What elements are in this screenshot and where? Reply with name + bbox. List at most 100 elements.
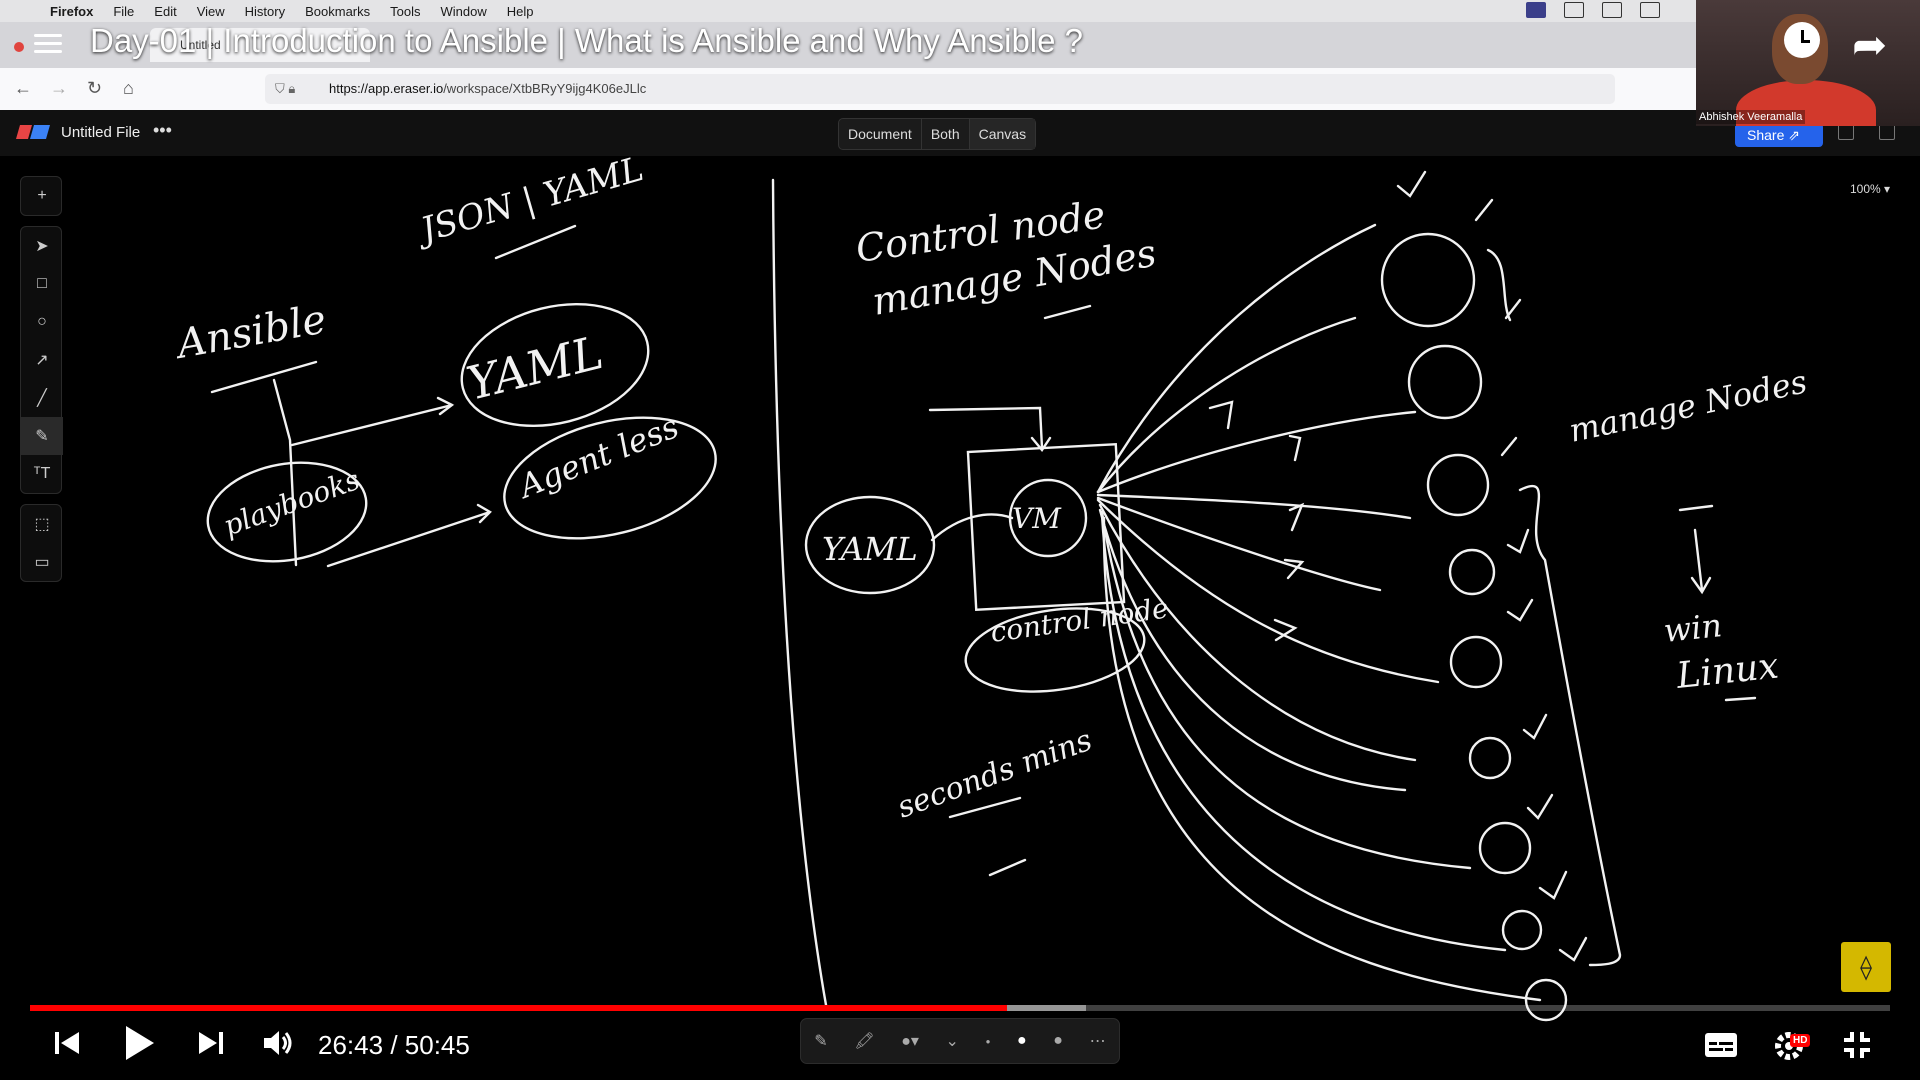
- exit-fullscreen-icon[interactable]: [1842, 1030, 1872, 1060]
- share-arrow-icon[interactable]: ➦: [1852, 21, 1888, 68]
- browser-tab[interactable]: Untitled: [150, 28, 370, 62]
- presenter-shirt: [1736, 80, 1876, 126]
- stroke-small-icon[interactable]: ●: [985, 1036, 991, 1046]
- url-bar[interactable]: https://app.eraser.io/workspace/XtbBRyY9…: [265, 74, 1615, 104]
- underline-ansible: [210, 360, 318, 394]
- window-close-dot[interactable]: [14, 42, 24, 52]
- control-node-bubble: [964, 607, 1146, 693]
- share-label: Share: [1747, 127, 1785, 143]
- arrow-to-agentless: [326, 503, 492, 568]
- menu-edit[interactable]: Edit: [154, 3, 177, 19]
- more-options-button[interactable]: •••: [153, 120, 172, 140]
- underline-linux: [1724, 696, 1757, 702]
- view-mode-canvas[interactable]: Canvas: [969, 119, 1036, 149]
- play-icon[interactable]: [122, 1024, 156, 1062]
- diamond-icon: ⟠: [1860, 953, 1872, 981]
- line-tool-icon[interactable]: ╱: [37, 390, 47, 407]
- view-mode-document[interactable]: Document: [839, 119, 922, 149]
- arrow-into-vm: [928, 406, 1052, 453]
- video-progress-bar[interactable]: [30, 1005, 1890, 1011]
- home-icon[interactable]: ⌂: [123, 78, 134, 98]
- menu-help[interactable]: Help: [506, 3, 534, 19]
- view-mode-both[interactable]: Both: [922, 119, 970, 149]
- rectangle-tool-icon[interactable]: □: [37, 275, 47, 292]
- zoom-level[interactable]: 100% ▾: [1850, 182, 1891, 196]
- url-path: /workspace/XtbBRyY9ijg4K06eJLlc: [443, 81, 647, 96]
- frame-tool-icon[interactable]: ⬚: [34, 516, 50, 533]
- reload-icon[interactable]: ↻: [87, 78, 103, 98]
- menu-window[interactable]: Window: [440, 3, 487, 19]
- audio-icon[interactable]: [1602, 2, 1622, 18]
- browser-nav-bar: ← → ↻ ⌂ https://app.eraser.io/workspace/…: [0, 68, 1920, 111]
- stroke-large-icon[interactable]: ●: [1053, 1032, 1063, 1049]
- arrow-down-win: [1690, 528, 1712, 595]
- menu-app-firefox[interactable]: Firefox: [50, 3, 94, 19]
- eraser-top-bar: Untitled File ••• Document Both Canvas S…: [0, 110, 1920, 157]
- underline-json: [494, 224, 577, 260]
- file-name[interactable]: Untitled File: [61, 124, 141, 141]
- managed-node-circles: [1380, 232, 1568, 1022]
- browser-tab-strip: Untitled: [0, 22, 1920, 68]
- watch-later-icon[interactable]: [1784, 22, 1820, 58]
- subtitles-icon[interactable]: [1704, 1032, 1738, 1058]
- underline-mins: [988, 858, 1027, 877]
- arrow-to-yaml: [290, 396, 455, 447]
- bracket-top: [1486, 248, 1512, 322]
- menu-history[interactable]: History: [244, 3, 286, 19]
- whiteboard-canvas[interactable]: [0, 156, 1920, 1080]
- control-center-icon[interactable]: [1564, 2, 1584, 18]
- more-icon[interactable]: ⋯: [1089, 1033, 1106, 1050]
- sketch-json-yaml: JSON | YAML: [411, 149, 648, 252]
- canvas-toolbar: + ➤ □ ○ ↗ ╱ ✎ ᵀT ⬚ ▭: [20, 176, 63, 592]
- sketch-yaml2: YAML: [822, 530, 918, 568]
- menu-view[interactable]: View: [196, 3, 225, 19]
- url-host: https://app.eraser.io: [329, 81, 444, 96]
- menu-file[interactable]: File: [113, 3, 135, 19]
- macos-menubar: Firefox File Edit View History Bookmarks…: [0, 0, 1920, 22]
- add-icon[interactable]: +: [37, 187, 47, 204]
- playlist-menu-icon[interactable]: [34, 34, 62, 56]
- sketch-agent-less: Agent less: [511, 407, 684, 506]
- next-video-icon[interactable]: [196, 1028, 226, 1058]
- video-title[interactable]: Day-01 | Introduction to Ansible | What …: [90, 22, 1084, 59]
- highlighter-icon[interactable]: 🖍︎: [854, 1033, 875, 1050]
- volume-icon[interactable]: [262, 1028, 296, 1058]
- forward-arrow-icon[interactable]: →: [50, 78, 68, 98]
- back-arrow-icon[interactable]: ←: [14, 78, 32, 98]
- yaml-bubble: [460, 303, 650, 427]
- yaml-to-vm: [930, 513, 1014, 542]
- bracket-right: [1518, 484, 1622, 967]
- sketch-manage-nodes2: manage Nodes: [1566, 362, 1810, 449]
- arrow-tool-icon[interactable]: ↗: [35, 352, 49, 369]
- pen-tool-icon[interactable]: ✎: [21, 417, 63, 455]
- sketch-win: win: [1662, 606, 1724, 650]
- comment-tool-icon[interactable]: ▭: [34, 554, 50, 571]
- color-picker-icon[interactable]: ●▾: [901, 1033, 919, 1050]
- sketch-linux: Linux: [1674, 646, 1781, 698]
- agentless-bubble: [503, 416, 717, 540]
- connection-lines: [1096, 223, 1542, 1002]
- text-tool-icon[interactable]: ᵀT: [33, 465, 51, 482]
- pen-style-toolbar: ✎ 🖍︎ ●▾ ⌄ ● ● ● ⋯: [800, 1018, 1120, 1064]
- underline-manage: [1043, 304, 1092, 320]
- screen-share-icon[interactable]: [1526, 2, 1546, 18]
- time-display: 26:43 / 50:45: [318, 1030, 470, 1061]
- eraser-assistant-button[interactable]: ⟠: [1841, 942, 1891, 992]
- yaml2-bubble: [804, 495, 936, 595]
- stroke-medium-icon[interactable]: ●: [1017, 1032, 1027, 1049]
- share-button[interactable]: Share ⇗: [1735, 123, 1823, 147]
- eraser-logo-icon[interactable]: [16, 125, 50, 139]
- menu-tools[interactable]: Tools: [390, 3, 421, 19]
- previous-video-icon[interactable]: [52, 1028, 82, 1058]
- ellipse-tool-icon[interactable]: ○: [37, 313, 47, 330]
- playbooks-bubble: [206, 461, 368, 563]
- select-tool-icon[interactable]: ➤: [35, 238, 49, 255]
- chevron-down-icon[interactable]: ⌄: [945, 1033, 959, 1050]
- zoom-label: 100%: [1850, 182, 1881, 196]
- display-icon[interactable]: [1640, 2, 1660, 18]
- menu-bookmarks[interactable]: Bookmarks: [305, 3, 371, 19]
- shield-lock-icon[interactable]: ⛉ 🔒︎: [275, 81, 296, 96]
- pen-icon[interactable]: ✎: [814, 1033, 828, 1050]
- hd-badge: HD: [1790, 1034, 1811, 1047]
